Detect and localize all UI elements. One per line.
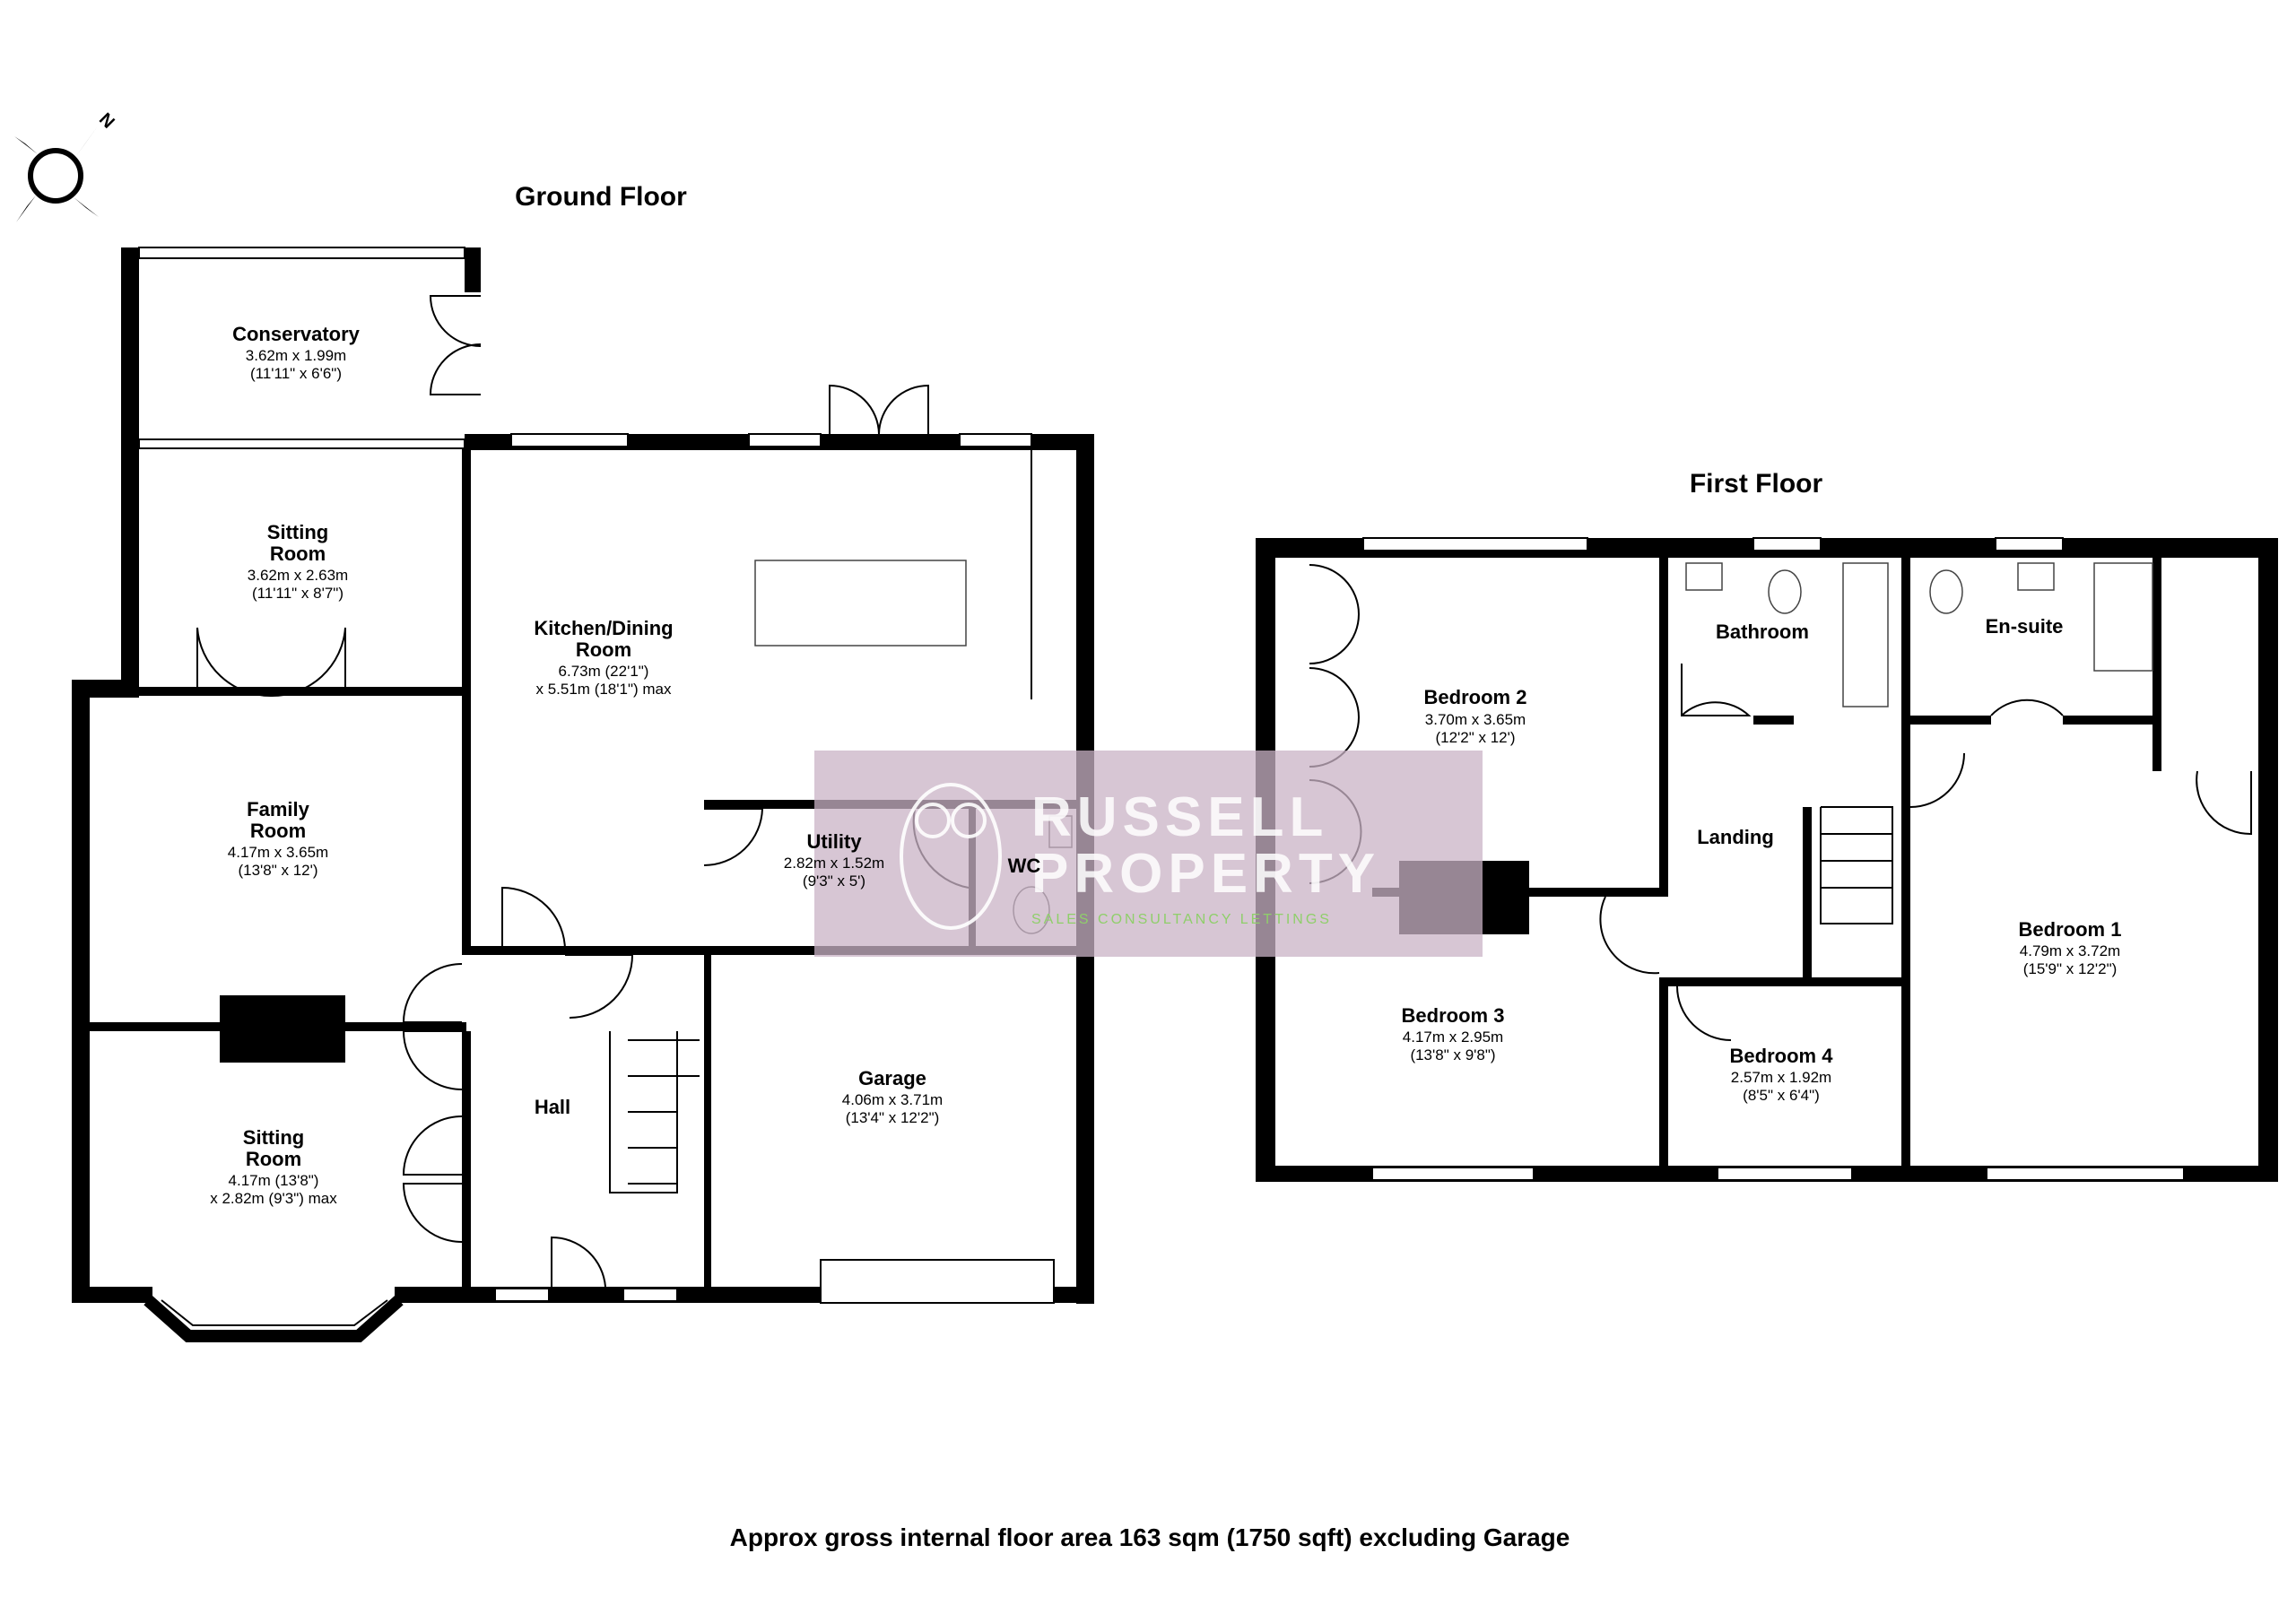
compass-rose-icon: N xyxy=(14,109,118,222)
room-bedroom-3: Bedroom 3 4.17m x 2.95m (13'8" x 9'8") xyxy=(1402,1004,1505,1063)
bedroom1-dim-metric: 4.79m x 3.72m xyxy=(2020,942,2120,959)
conservatory-name: Conservatory xyxy=(232,323,361,345)
bedroom4-name: Bedroom 4 xyxy=(1730,1045,1834,1067)
sitting-front-name-1: Sitting xyxy=(243,1126,304,1149)
room-bedroom-2: Bedroom 2 3.70m x 3.65m (12'2" x 12') xyxy=(1424,686,1527,746)
room-wc: WC xyxy=(1008,855,1041,877)
ensuite-name: En-suite xyxy=(1986,615,2064,638)
utility-dim-metric: 2.82m x 1.52m xyxy=(784,855,884,872)
first-floor-walls xyxy=(1256,537,2278,1182)
family-name-1: Family xyxy=(247,798,309,820)
room-family: Family Room 4.17m x 3.65m (13'8" x 12') xyxy=(228,798,328,879)
utility-dim-imperial: (9'3" x 5') xyxy=(803,872,865,890)
bedroom2-dim-metric: 3.70m x 3.65m xyxy=(1425,711,1526,728)
hall-name: Hall xyxy=(535,1096,570,1118)
kitchen-dim-1: 6.73m (22'1") xyxy=(559,663,649,680)
first-floor-title: First Floor xyxy=(1690,469,1823,499)
bedroom4-dim-metric: 2.57m x 1.92m xyxy=(1731,1069,1831,1086)
watermark-band xyxy=(814,751,1483,957)
utility-name: Utility xyxy=(806,830,862,853)
bedroom3-name: Bedroom 3 xyxy=(1402,1004,1505,1027)
room-hall: Hall xyxy=(535,1096,570,1118)
ground-floor-title: Ground Floor xyxy=(515,182,687,212)
room-sitting-rear: Sitting Room 3.62m x 2.63m (11'11" x 8'7… xyxy=(248,521,348,602)
bedroom3-dim-metric: 4.17m x 2.95m xyxy=(1403,1028,1503,1046)
garage-name: Garage xyxy=(858,1067,926,1089)
watermark: RUSSELL PROPERTY SALES CONSULTANCY LETTI… xyxy=(814,751,1483,957)
watermark-tagline: SALES CONSULTANCY LETTINGS xyxy=(1031,912,1332,927)
bedroom2-name: Bedroom 2 xyxy=(1424,686,1527,708)
compass-north-label: N xyxy=(95,109,118,133)
bedroom1-dim-imperial: (15'9" x 12'2") xyxy=(2023,960,2118,977)
room-kitchen-dining: Kitchen/Dining Room 6.73m (22'1") x 5.51… xyxy=(534,617,673,698)
watermark-line2: PROPERTY xyxy=(1031,843,1380,905)
sitting-rear-dim-metric: 3.62m x 2.63m xyxy=(248,567,348,584)
room-bathroom: Bathroom xyxy=(1716,621,1809,643)
kitchen-name-1: Kitchen/Dining xyxy=(534,617,673,639)
floor-area-note: Approx gross internal floor area 163 sqm… xyxy=(730,1523,1570,1551)
family-name-2: Room xyxy=(250,820,306,842)
bathroom-name: Bathroom xyxy=(1716,621,1809,643)
room-bedroom-4: Bedroom 4 2.57m x 1.92m (8'5" x 6'4") xyxy=(1730,1045,1834,1104)
landing-name: Landing xyxy=(1697,826,1774,848)
sitting-front-dim-1: 4.17m (13'8") xyxy=(229,1172,319,1189)
room-conservatory: Conservatory 3.62m x 1.99m (11'11" x 6'6… xyxy=(232,323,361,382)
owl-logo-icon xyxy=(900,783,1002,930)
room-garage: Garage 4.06m x 3.71m (13'4" x 12'2") xyxy=(842,1067,943,1126)
conservatory-dim-metric: 3.62m x 1.99m xyxy=(246,347,346,364)
kitchen-name-2: Room xyxy=(576,638,631,661)
family-dim-metric: 4.17m x 3.65m xyxy=(228,844,328,861)
watermark-line1: RUSSELL xyxy=(1031,786,1328,848)
bedroom3-dim-imperial: (13'8" x 9'8") xyxy=(1410,1046,1495,1063)
bedroom2-dim-imperial: (12'2" x 12') xyxy=(1435,729,1515,746)
sitting-rear-name-1: Sitting xyxy=(267,521,328,543)
garage-dim-metric: 4.06m x 3.71m xyxy=(842,1091,943,1108)
sitting-rear-name-2: Room xyxy=(270,542,326,565)
sitting-front-dim-2: x 2.82m (9'3") max xyxy=(210,1190,337,1207)
wc-name: WC xyxy=(1008,855,1041,877)
sitting-front-name-2: Room xyxy=(246,1148,301,1170)
room-utility: Utility 2.82m x 1.52m (9'3" x 5') xyxy=(784,830,884,890)
conservatory-dim-imperial: (11'11" x 6'6") xyxy=(250,365,342,382)
room-bedroom-1: Bedroom 1 4.79m x 3.72m (15'9" x 12'2") xyxy=(2019,918,2122,977)
family-dim-imperial: (13'8" x 12') xyxy=(238,862,317,879)
room-landing: Landing xyxy=(1697,826,1774,848)
room-sitting-front: Sitting Room 4.17m (13'8") x 2.82m (9'3"… xyxy=(210,1126,337,1207)
room-ensuite: En-suite xyxy=(1986,615,2064,638)
garage-dim-imperial: (13'4" x 12'2") xyxy=(846,1109,940,1126)
bedroom4-dim-imperial: (8'5" x 6'4") xyxy=(1743,1087,1820,1104)
kitchen-dim-2: x 5.51m (18'1") max xyxy=(536,681,672,698)
bedroom1-name: Bedroom 1 xyxy=(2019,918,2122,941)
sitting-rear-dim-imperial: (11'11" x 8'7") xyxy=(252,585,344,602)
